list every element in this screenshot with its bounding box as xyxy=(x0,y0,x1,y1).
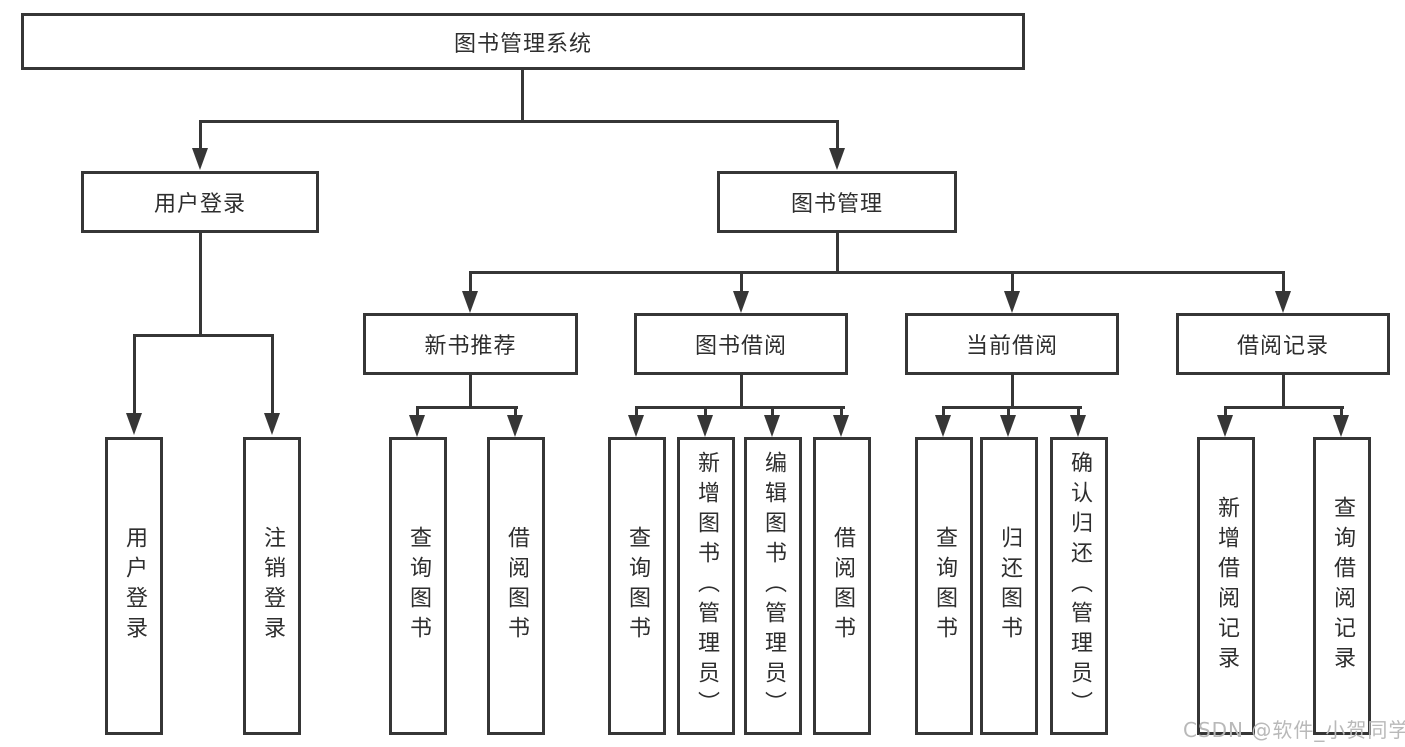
arrow-down-icon xyxy=(733,291,749,313)
connector-current-borrow-branch xyxy=(942,406,1082,409)
node-current-borrow-label: 当前借阅 xyxy=(965,334,1058,359)
connector-drop-user-login xyxy=(199,120,202,152)
node-library-system: 图书管理系统 xyxy=(21,13,1025,70)
arrow-down-icon xyxy=(628,415,644,437)
arrow-down-icon xyxy=(1070,415,1086,437)
connector-new-books-trunk xyxy=(469,375,472,409)
connector-drop-leaf xyxy=(271,334,274,416)
connector-drop-current-borrow xyxy=(1011,271,1014,295)
connector-drop-leaf xyxy=(416,406,419,418)
leaf-logout: 注销登录 xyxy=(243,437,301,735)
node-user-login-label: 用户登录 xyxy=(153,192,246,217)
leaf-query-books-2-label: 查询图书 xyxy=(625,526,650,646)
connector-user-login-branch xyxy=(133,334,274,337)
connector-drop-borrow-records xyxy=(1282,271,1285,295)
arrow-down-icon xyxy=(697,415,713,437)
arrow-down-icon xyxy=(192,148,208,170)
connector-borrow-records-trunk xyxy=(1282,375,1285,409)
connector-book-management-trunk xyxy=(836,233,839,273)
connector-root-branch xyxy=(199,120,839,123)
arrow-down-icon xyxy=(409,415,425,437)
node-book-borrow-label: 图书借阅 xyxy=(694,334,787,359)
leaf-query-borrow-record: 查询借阅记录 xyxy=(1313,437,1371,735)
leaf-query-books-2: 查询图书 xyxy=(608,437,666,735)
arrow-down-icon xyxy=(126,413,142,435)
node-new-books: 新书推荐 xyxy=(363,313,578,375)
node-library-system-label: 图书管理系统 xyxy=(453,31,592,57)
arrow-down-icon xyxy=(1217,415,1233,437)
connector-drop-leaf xyxy=(771,406,774,418)
arrow-down-icon xyxy=(1275,291,1291,313)
connector-book-management-branch xyxy=(469,271,1285,274)
connector-drop-leaf xyxy=(514,406,517,418)
leaf-borrow-books-2: 借阅图书 xyxy=(813,437,871,735)
connector-book-borrow-trunk xyxy=(740,375,743,409)
connector-book-borrow-branch xyxy=(635,406,845,409)
connector-drop-book-borrow xyxy=(740,271,743,295)
leaf-query-books-3: 查询图书 xyxy=(915,437,973,735)
connector-drop-new-books xyxy=(469,271,472,295)
leaf-logout-label: 注销登录 xyxy=(260,526,285,646)
leaf-add-books-admin-label: 新增图书（管理员） xyxy=(694,451,719,721)
node-borrow-records: 借阅记录 xyxy=(1176,313,1390,375)
leaf-edit-books-admin: 编辑图书（管理员） xyxy=(744,437,802,735)
leaf-query-books-1-label: 查询图书 xyxy=(406,526,431,646)
node-user-login: 用户登录 xyxy=(81,171,319,233)
connector-borrow-records-branch xyxy=(1224,406,1344,409)
leaf-query-books-1: 查询图书 xyxy=(389,437,447,735)
arrow-down-icon xyxy=(1004,291,1020,313)
leaf-confirm-return-admin: 确认归还（管理员） xyxy=(1050,437,1108,735)
connector-drop-leaf xyxy=(840,406,843,418)
leaf-confirm-return-admin-label: 确认归还（管理员） xyxy=(1067,451,1092,721)
leaf-return-books: 归还图书 xyxy=(980,437,1038,735)
connector-drop-leaf xyxy=(133,334,136,416)
node-borrow-records-label: 借阅记录 xyxy=(1236,334,1329,359)
node-book-management: 图书管理 xyxy=(717,171,957,233)
connector-drop-leaf xyxy=(1340,406,1343,418)
arrow-down-icon xyxy=(833,415,849,437)
connector-new-books-branch xyxy=(416,406,518,409)
arrow-down-icon xyxy=(1333,415,1349,437)
arrow-down-icon xyxy=(1000,415,1016,437)
arrow-down-icon xyxy=(507,415,523,437)
leaf-add-borrow-record-label: 新增借阅记录 xyxy=(1214,496,1239,676)
arrow-down-icon xyxy=(935,415,951,437)
leaf-user-login: 用户登录 xyxy=(105,437,163,735)
node-book-management-label: 图书管理 xyxy=(790,192,883,217)
csdn-watermark: CSDN @软件_小贺同学 xyxy=(1183,718,1405,742)
leaf-borrow-books-1: 借阅图书 xyxy=(487,437,545,735)
leaf-user-login-label: 用户登录 xyxy=(122,526,147,646)
leaf-edit-books-admin-label: 编辑图书（管理员） xyxy=(761,451,786,721)
connector-drop-leaf xyxy=(635,406,638,418)
node-book-borrow: 图书借阅 xyxy=(634,313,848,375)
arrow-down-icon xyxy=(264,413,280,435)
arrow-down-icon xyxy=(829,148,845,170)
connector-drop-book-management xyxy=(836,120,839,152)
leaf-borrow-books-1-label: 借阅图书 xyxy=(504,526,529,646)
leaf-add-borrow-record: 新增借阅记录 xyxy=(1197,437,1255,735)
leaf-query-borrow-record-label: 查询借阅记录 xyxy=(1330,496,1355,676)
connector-root-trunk xyxy=(521,70,524,120)
connector-drop-leaf xyxy=(704,406,707,418)
leaf-return-books-label: 归还图书 xyxy=(997,526,1022,646)
arrow-down-icon xyxy=(462,291,478,313)
leaf-add-books-admin: 新增图书（管理员） xyxy=(677,437,735,735)
connector-current-borrow-trunk xyxy=(1011,375,1014,409)
leaf-borrow-books-2-label: 借阅图书 xyxy=(830,526,855,646)
connector-drop-leaf xyxy=(942,406,945,418)
leaf-query-books-3-label: 查询图书 xyxy=(932,526,957,646)
connector-drop-leaf xyxy=(1077,406,1080,418)
node-new-books-label: 新书推荐 xyxy=(424,334,517,359)
arrow-down-icon xyxy=(764,415,780,437)
node-current-borrow: 当前借阅 xyxy=(905,313,1119,375)
connector-drop-leaf xyxy=(1007,406,1010,418)
connector-user-login-trunk xyxy=(199,233,202,336)
connector-drop-leaf xyxy=(1224,406,1227,418)
